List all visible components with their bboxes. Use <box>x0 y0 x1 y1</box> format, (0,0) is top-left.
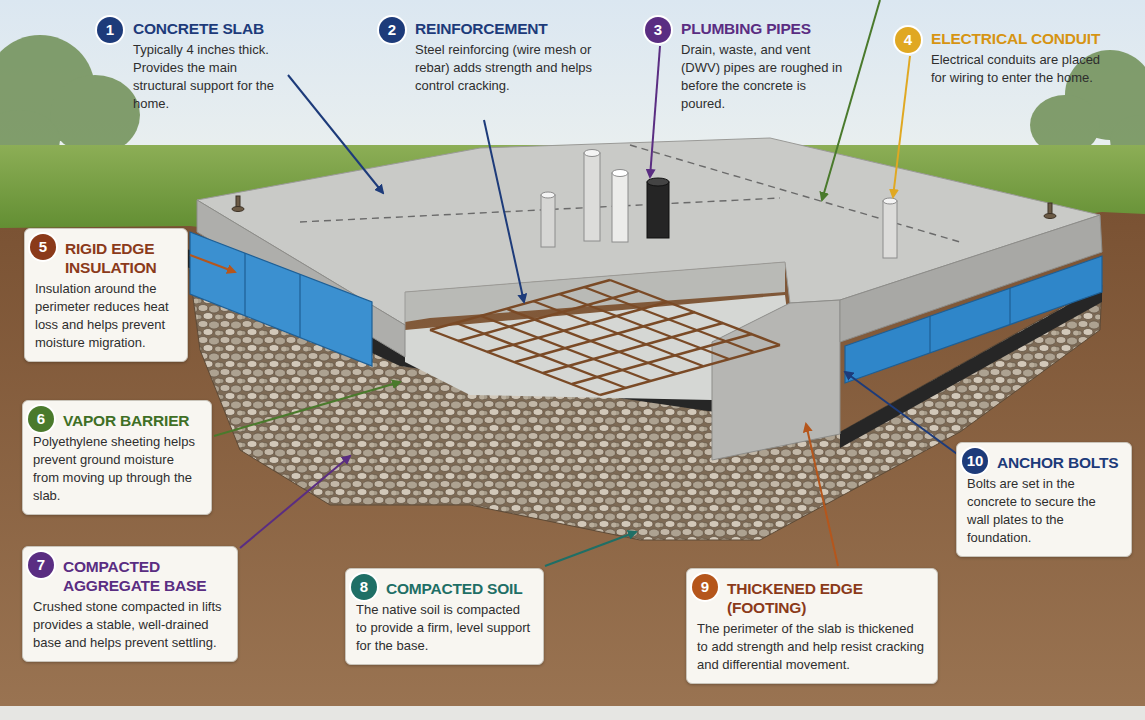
callout-number: 9 <box>692 574 718 600</box>
pipes-part <box>883 201 897 258</box>
callout-text: Bolts are set in the concrete to secure … <box>967 475 1121 547</box>
callout-heading: VAPOR BARRIER <box>63 411 201 430</box>
callout-number-text: 4 <box>904 31 912 48</box>
pipes-part <box>647 178 669 186</box>
pipes-part <box>541 195 555 247</box>
callout-text: Crushed stone compacted in lifts provide… <box>33 598 227 652</box>
leader-arrows-part <box>545 532 636 566</box>
callout-box: PLUMBING PIPES Drain, waste, and vent (DW… <box>645 17 845 113</box>
edge-insulation <box>190 232 1102 383</box>
slab-part <box>300 145 960 242</box>
callout-text: Steel reinforcing (wire mesh or rebar) a… <box>415 41 594 95</box>
callout-number: 3 <box>645 17 671 43</box>
callout-heading: CONCRETE SLAB <box>133 19 287 38</box>
callout-number-text: 9 <box>701 578 709 595</box>
edge-insulation-part <box>845 256 1102 383</box>
reinforcement-mesh-part <box>430 280 780 395</box>
callout-text: Electrical conduits are placed for wirin… <box>931 51 1105 87</box>
pipes-part <box>612 173 628 242</box>
edge-insulation-part <box>190 232 372 366</box>
callout-number: 5 <box>30 234 56 260</box>
callout-heading: ELECTRICAL CONDUIT <box>931 29 1105 48</box>
reinforcement-mesh-part <box>430 280 780 395</box>
anchor-bolts-part <box>232 207 244 212</box>
callout-heading: REINFORCEMENT <box>415 19 594 38</box>
callout-box: CONCRETE SLAB Typically 4 inches thick. P… <box>97 17 287 113</box>
pipes <box>541 150 897 259</box>
callout-box: ELECTRICAL CONDUIT Electrical conduits ar… <box>895 27 1105 87</box>
callout-number-text: 5 <box>39 238 47 255</box>
callout-number-text: 10 <box>967 452 984 469</box>
callout-number-text: 8 <box>360 578 368 595</box>
edge-insulation-part <box>245 253 300 337</box>
leader-arrows-part <box>214 382 400 436</box>
callout-heading: THICKENED EDGE (FOOTING) <box>727 579 927 617</box>
pipes-part <box>647 182 669 238</box>
callout-number: 8 <box>351 574 377 600</box>
leader-arrows-part <box>845 372 968 462</box>
callout-box: COMPACTED AGGREGATE BASECrushed stone co… <box>22 546 238 662</box>
leader-arrows-part <box>822 0 880 200</box>
pipes-part <box>883 198 897 204</box>
background-part <box>0 212 1145 720</box>
leader-arrows-part <box>806 424 838 566</box>
callout-number: 10 <box>962 448 988 474</box>
slab-part <box>712 300 840 460</box>
callout-number: 1 <box>97 17 123 43</box>
callout-number: 4 <box>895 27 921 53</box>
callout-box: RIGID EDGE INSULATIONInsulation around t… <box>24 228 188 362</box>
reinforcement-mesh <box>430 280 780 395</box>
pipes-part <box>612 170 628 177</box>
callout-text: Drain, waste, and vent (DWV) pipes are r… <box>681 41 845 113</box>
callout-number-text: 1 <box>106 21 114 38</box>
callout-box: VAPOR BARRIER Polyethylene sheeting helps… <box>22 400 212 515</box>
callout-heading: COMPACTED SOIL <box>386 579 533 598</box>
background-part-part <box>50 75 140 155</box>
callout-box: THICKENED EDGE (FOOTING)The perimeter of… <box>686 568 938 684</box>
callout-number-text: 7 <box>37 556 45 573</box>
leader-arrows-part <box>190 255 235 272</box>
callout-number: 7 <box>28 552 54 578</box>
callout-number: 2 <box>379 17 405 43</box>
callout-box: COMPACTED SOIL The native soil is compact… <box>345 568 544 665</box>
pipes-part <box>584 153 600 241</box>
callout-heading: COMPACTED AGGREGATE BASE <box>63 557 227 595</box>
background-part <box>0 706 1145 720</box>
leader-arrows-part <box>240 456 350 548</box>
leader-arrows-part <box>288 75 383 193</box>
slab-part-part <box>300 198 780 222</box>
callout-number-text: 2 <box>388 21 396 38</box>
callout-number-text: 3 <box>654 21 662 38</box>
callout-number: 6 <box>28 406 54 432</box>
pipes-part <box>584 150 600 157</box>
callout-box: ANCHOR BOLTS Bolts are set in the concret… <box>956 442 1132 557</box>
callout-text: Polyethylene sheeting helps prevent grou… <box>33 433 201 505</box>
callout-text: The native soil is compacted to provide … <box>356 601 533 655</box>
leader-arrows <box>190 0 968 566</box>
callout-text: Insulation around the perimeter reduces … <box>35 280 177 352</box>
callout-heading: PLUMBING PIPES <box>681 19 845 38</box>
anchor-bolts <box>232 196 1056 219</box>
pipes-part <box>541 192 555 198</box>
callout-heading: ANCHOR BOLTS <box>997 453 1121 472</box>
leader-arrows-part <box>893 56 910 197</box>
leader-arrows-part <box>650 46 660 177</box>
callout-box: REINFORCEMENT Steel reinforcing (wire mes… <box>379 17 594 95</box>
edge-insulation-part <box>930 288 1010 353</box>
callout-heading: RIGID EDGE INSULATION <box>65 239 177 277</box>
leader-arrows-part <box>484 120 524 302</box>
anchor-bolts-part <box>1044 214 1056 219</box>
slab-part-part <box>630 145 960 242</box>
callout-text: The perimeter of the slab is thickened t… <box>697 620 927 674</box>
callout-text: Typically 4 inches thick. Provides the m… <box>133 41 287 113</box>
callout-number-text: 6 <box>37 410 45 427</box>
